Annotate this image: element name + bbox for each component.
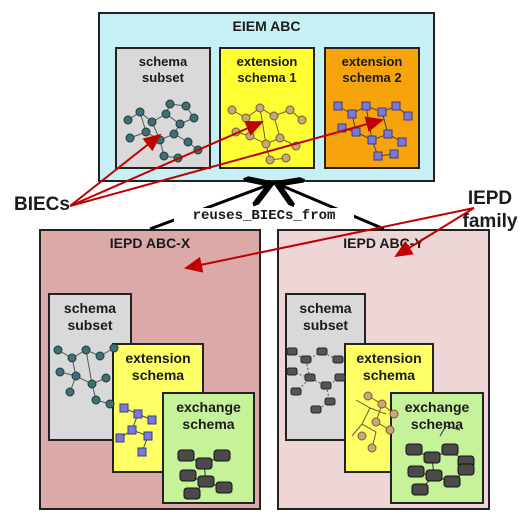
eiem-title: EIEM ABC [232, 18, 301, 34]
reuses-biecs-label: reuses_BIECs_from [174, 208, 354, 225]
iepd-x-title: IEPD ABC-X [109, 235, 191, 251]
biecs-callout: BIECs [14, 194, 70, 215]
iepd-y-title: IEPD ABC-Y [343, 235, 424, 251]
